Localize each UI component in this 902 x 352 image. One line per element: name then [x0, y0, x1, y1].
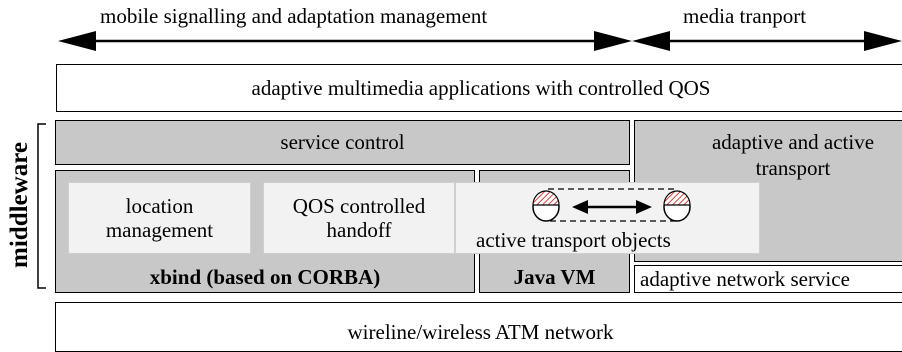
- atm-network-layer: wireline/wireless ATM network: [55, 302, 902, 352]
- middleware-bracket: [37, 123, 46, 289]
- active-transport-objects-box: [455, 182, 760, 254]
- qos-handoff-label: QOS controlled handoff: [292, 193, 426, 242]
- location-management-label: location management: [105, 193, 214, 242]
- adaptive-network-service-label: adaptive network service: [640, 267, 850, 291]
- applications-layer: adaptive multimedia applications with co…: [56, 64, 902, 112]
- media-transport-span-arrow: [632, 31, 902, 51]
- media-transport-label: media tranport: [683, 4, 807, 28]
- signalling-span-arrow: [58, 31, 632, 51]
- service-control-layer: service control: [55, 120, 630, 165]
- qos-handoff-box: QOS controlled handoff: [263, 182, 455, 254]
- xbind-label: xbind (based on CORBA): [149, 265, 381, 289]
- adaptive-active-transport-label: adaptive and active transport: [711, 130, 875, 181]
- active-transport-objects-label: active transport objects: [476, 228, 671, 252]
- signalling-management-label: mobile signalling and adaptation managem…: [100, 4, 488, 28]
- atm-network-label: wireline/wireless ATM network: [347, 319, 614, 344]
- applications-label: adaptive multimedia applications with co…: [251, 75, 711, 100]
- java-vm-label: Java VM: [513, 265, 596, 289]
- location-management-box: location management: [68, 182, 251, 254]
- service-control-label: service control: [280, 130, 405, 155]
- adaptive-network-service-box: adaptive network service: [634, 265, 902, 293]
